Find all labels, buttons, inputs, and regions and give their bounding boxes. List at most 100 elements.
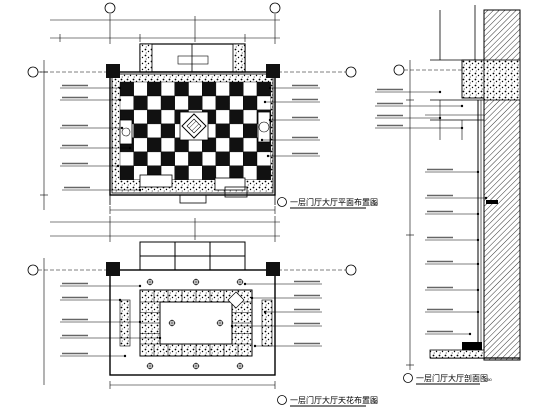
section-title-block: 一层门厅大厅剖面图 1:50 [403,373,493,385]
ceiling-plan-title-block: 一层门厅大厅天花布置图 1:50 [277,395,379,407]
floor-tile [229,151,244,167]
ceiling-plan-dimension-bottom [109,381,276,389]
floor-plan-dimension-top [50,14,280,44]
floor-tile [147,123,162,139]
grid-bubble-top-right [269,2,281,14]
floor-tile [229,137,244,153]
ceiling-plan-caption: 一层门厅大厅天花布置图 [290,395,378,405]
floor-tile [201,165,217,181]
floor-tile [147,109,162,125]
floor-tile [133,123,148,139]
floor-tile [243,95,258,111]
ceiling-plan-dimension-top [50,216,280,242]
ceiling-grid-bubble-right [345,264,357,276]
ceiling-plan-annotations [60,280,322,358]
floor-tile [188,151,203,167]
floor-plan-bottom-walls [109,186,276,205]
floor-tile [133,151,148,167]
coffer-segments [139,290,253,356]
vestibule [139,43,246,73]
floor-tile [119,81,134,97]
planter-right [257,111,271,143]
floor-plan-drawing: 一层门厅大厅平面布置图 1:50 [27,2,379,214]
floor-tile [256,165,271,181]
floor-tile [256,151,271,167]
floor-tile [119,165,134,181]
floor-tile [174,165,189,181]
floor-tile [188,81,203,97]
floor-plan-dimension-bottom [109,206,276,214]
floor-tile [229,109,244,125]
floor-tile [119,151,134,167]
floor-tile [243,151,258,167]
floor-tile [256,95,271,111]
grid-bubble-right [345,66,357,78]
floor-tile [243,81,258,97]
section-drawing: 一层门厅大厅剖面图 1:50 [375,5,521,385]
ceiling-plan-drawing: 一层门厅大厅天花布置图 1:50 [27,216,379,407]
grid-bubble-left [27,66,39,78]
column-top-left [106,64,120,78]
floor-tile [243,137,258,153]
reception-desk [139,174,173,188]
floor-tile [229,81,244,97]
floor-tile [201,81,217,97]
floor-plan-caption: 一层门厅大厅平面布置图 [290,197,378,207]
floor-tile [119,95,134,111]
floor-tile [160,123,176,139]
floor-plan-title-block: 一层门厅大厅平面布置图 1:50 [277,197,379,209]
floor-tile [174,95,189,111]
section-caption: 一层门厅大厅剖面图 [416,373,488,383]
floor-plan-dimension-left [40,60,48,210]
section-beam [461,59,485,99]
floor-tile [174,81,189,97]
floor-tile [229,95,244,111]
floor-tile [147,95,162,111]
floor-plan-annotations [60,84,320,192]
floor-tile [256,81,271,97]
ceiling-column-left [106,262,120,276]
floor-tile [160,137,176,153]
column-top-right [266,64,280,78]
floor-tile [215,95,230,111]
ceiling-plan-scale: 1:50 [370,399,379,404]
floor-tile [188,95,203,111]
ceiling-outline [109,269,276,376]
floor-tile [133,95,148,111]
floor-tile [215,81,230,97]
floor-tile [160,81,176,97]
floor-tile [243,123,258,139]
floor-tile [201,95,217,111]
ceiling-column-right [266,262,280,276]
floor-tile [160,109,176,125]
planter-left [119,119,133,145]
ceiling-lights [146,278,245,370]
ceiling-vestibule [139,241,246,271]
floor-tile [147,137,162,153]
floor-tile [147,151,162,167]
floor-tile [147,81,162,97]
floor-tile [201,151,217,167]
floor-tile [243,109,258,125]
floor-plan-scale: 1:50 [370,201,379,206]
floor-tile [215,137,230,153]
ceiling-grid-bubble-left [27,264,39,276]
section-grid-bubble [393,64,405,76]
floor-tile [215,123,230,139]
floor-tile [133,81,148,97]
section-floor [429,349,485,359]
floor-tile [215,151,230,167]
grid-bubble-top-left [104,2,116,14]
floor-medallion [179,111,209,141]
section-annotations [375,88,488,336]
floor-tile [133,109,148,125]
floor-tile [174,151,189,167]
floor-tile [133,137,148,153]
floor-tile [229,123,244,139]
floor-tile [160,95,176,111]
section-scale: 1:50 [484,377,493,382]
floor-tile [160,151,176,167]
floor-tile [188,165,203,181]
floor-tile [215,109,230,125]
